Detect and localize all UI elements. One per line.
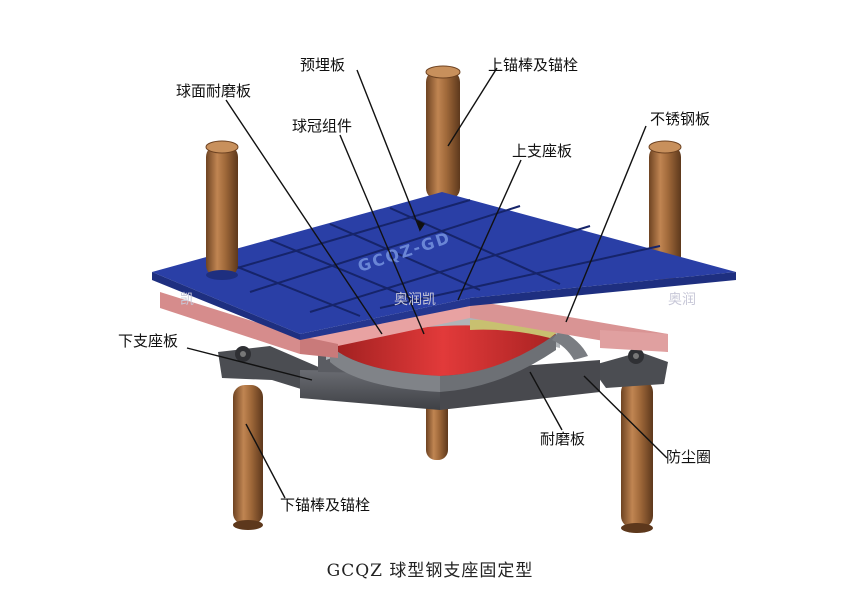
spherical-crown-assembly [326,312,588,392]
label-upper-seat: 上支座板 [512,142,573,160]
label-upper-anchor: 上锚棒及锚栓 [488,56,579,74]
svg-text:奥润凯: 奥润凯 [394,291,436,308]
label-lower-anchor: 下锚棒及锚栓 [280,496,371,514]
svg-text:奥润: 奥润 [668,291,696,308]
watermark: 凯 奥润凯 奥润 [180,291,696,308]
label-spherical-wear-plate: 球面耐磨板 [176,82,252,100]
lower-anchor-rod-left [233,385,263,525]
label-wear-plate: 耐磨板 [540,430,586,448]
upper-anchor-rods-front [205,140,239,280]
lower-anchor-rod-right [621,380,653,528]
embedded-plate: GCQZ-GD [152,192,736,340]
label-dust-ring: 防尘圈 [666,448,712,466]
svg-text:凯: 凯 [180,292,194,308]
lower-anchor-rods [233,360,653,533]
figure-caption: GCQZ 球型钢支座固定型 [326,561,534,581]
label-lower-seat: 下支座板 [118,332,179,350]
label-stainless-plate: 不锈钢板 [650,110,711,128]
label-embedded-plate: 预埋板 [300,56,346,74]
label-spherical-crown: 球冠组件 [292,117,353,135]
leader-lines [186,67,668,499]
